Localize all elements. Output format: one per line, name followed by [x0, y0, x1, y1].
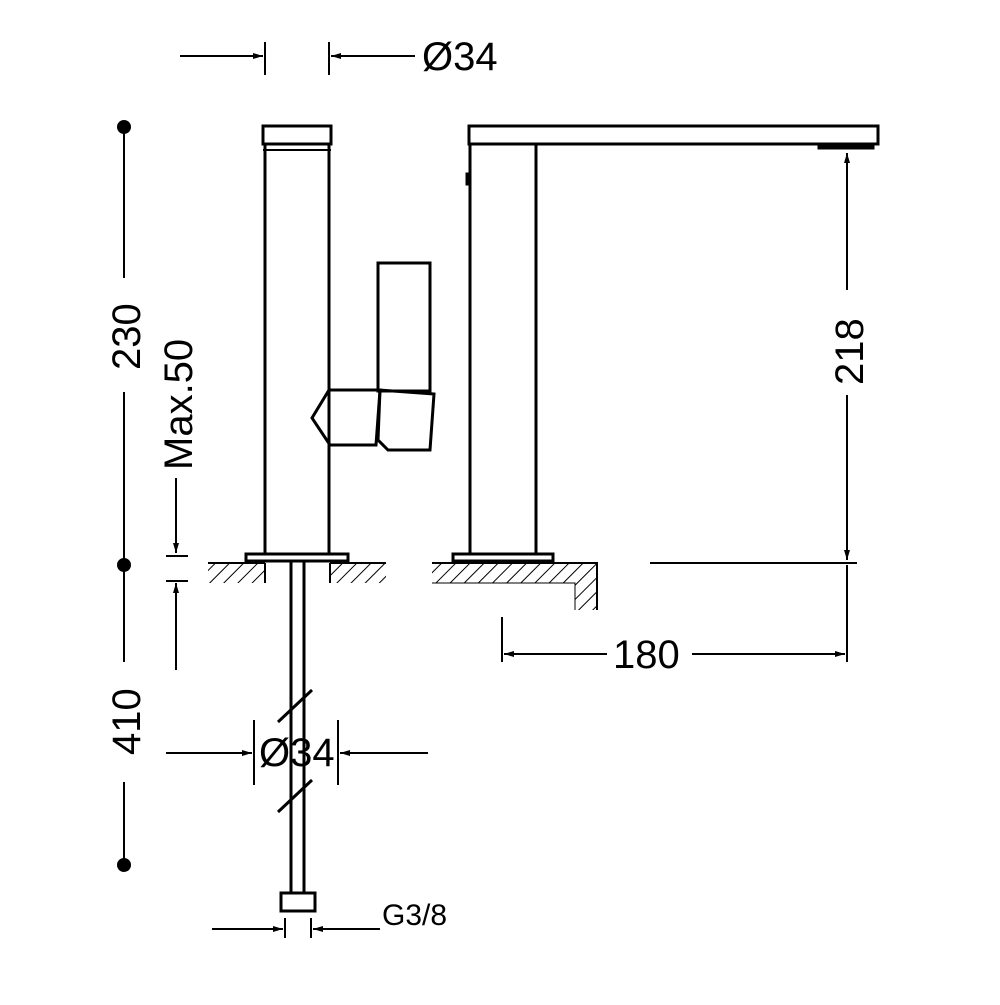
front-base-plate [451, 552, 555, 563]
label-total-height: 230 [105, 303, 149, 370]
faucet-cap [261, 124, 333, 146]
label-thread: G3/8 [382, 899, 447, 932]
label-max-thickness: Max.50 [157, 339, 201, 470]
dim-hose-diameter [166, 720, 428, 785]
label-spout-height: 218 [828, 318, 872, 385]
countertop-right [432, 562, 598, 610]
dim-hose-length [117, 565, 131, 872]
dim-reach [501, 565, 848, 662]
front-body [468, 142, 538, 556]
aerator [817, 143, 875, 150]
dim-thread [212, 918, 380, 938]
label-top-diameter: Ø34 [422, 35, 498, 79]
dim-total-height [117, 120, 131, 572]
side-view-faucet [244, 124, 436, 913]
dim-max-thickness [166, 478, 188, 670]
base-plate [244, 552, 350, 563]
label-hose-diameter: Ø34 [259, 731, 335, 775]
spout [467, 124, 880, 146]
label-reach: 180 [613, 633, 680, 677]
dim-top-diameter [180, 42, 415, 75]
hose-connector [279, 891, 317, 913]
label-hose-length: 410 [105, 688, 149, 755]
front-view-faucet [451, 124, 880, 563]
lever-block [376, 388, 436, 452]
dim-spout-height [650, 153, 857, 564]
lever-handle [376, 261, 432, 393]
faucet-body [263, 142, 331, 556]
lever-hub [310, 388, 382, 447]
break-mark-lower [276, 778, 314, 814]
break-mark-upper [276, 688, 314, 724]
countertop-left [208, 562, 386, 583]
